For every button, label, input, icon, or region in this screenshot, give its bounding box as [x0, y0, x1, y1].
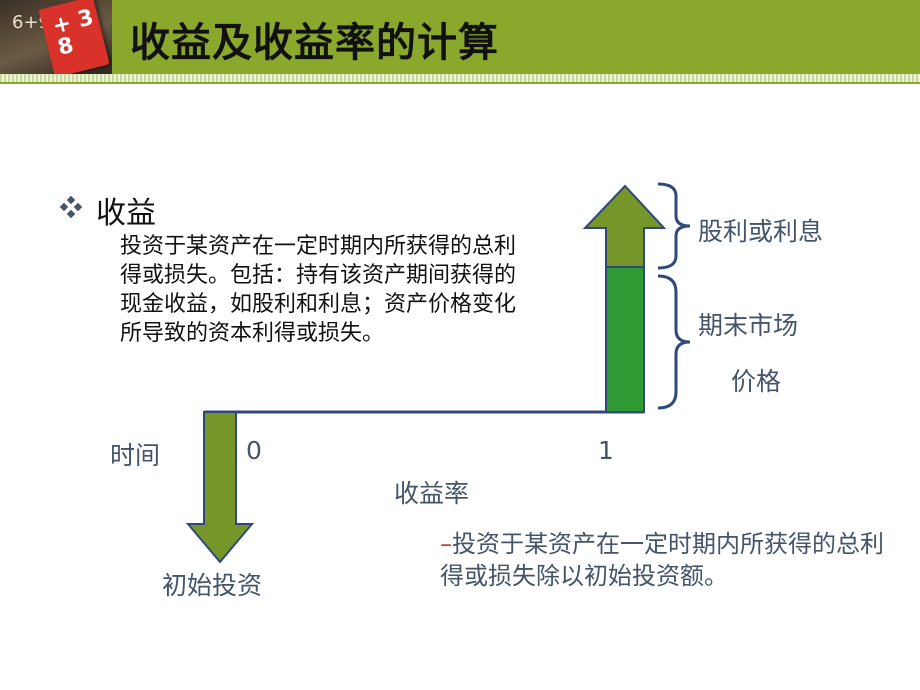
math-logo-image: 6+9 + 3 8 [0, 0, 112, 74]
title-divider [0, 74, 920, 84]
market-price-brace [657, 274, 691, 410]
diamond-bullet-icon [60, 196, 82, 218]
time-label: 时间 [110, 441, 161, 470]
market-price-label-line1: 期末市场 [698, 311, 799, 340]
market-price-bar [605, 266, 645, 413]
initial-investment-label: 初始投资 [162, 571, 263, 600]
rate-heading: 收益率 [394, 479, 470, 508]
page-title: 收益及收益率的计算 [130, 20, 499, 66]
income-definition: 投资于某资产在一定时期内所获得的总利得或损失。包括：持有该资产期间获得的现金收益… [120, 234, 517, 346]
income-heading: 收益 [96, 196, 156, 231]
initial-investment-arrow [185, 411, 255, 564]
time-zero-label: 0 [246, 436, 262, 465]
dividend-brace [657, 182, 691, 270]
time-one-label: 1 [598, 436, 614, 465]
market-price-label-line2: 价格 [731, 367, 782, 396]
rate-dash: – [440, 530, 452, 558]
dividend-arrow [582, 184, 667, 268]
rate-definition-block: –投资于某资产在一定时期内所获得的总利得或损失除以初始投资额。 [440, 528, 890, 592]
rate-definition: 投资于某资产在一定时期内所获得的总利得或损失除以初始投资额。 [440, 530, 884, 590]
title-bar [0, 0, 920, 74]
dividend-label: 股利或利息 [698, 217, 824, 246]
